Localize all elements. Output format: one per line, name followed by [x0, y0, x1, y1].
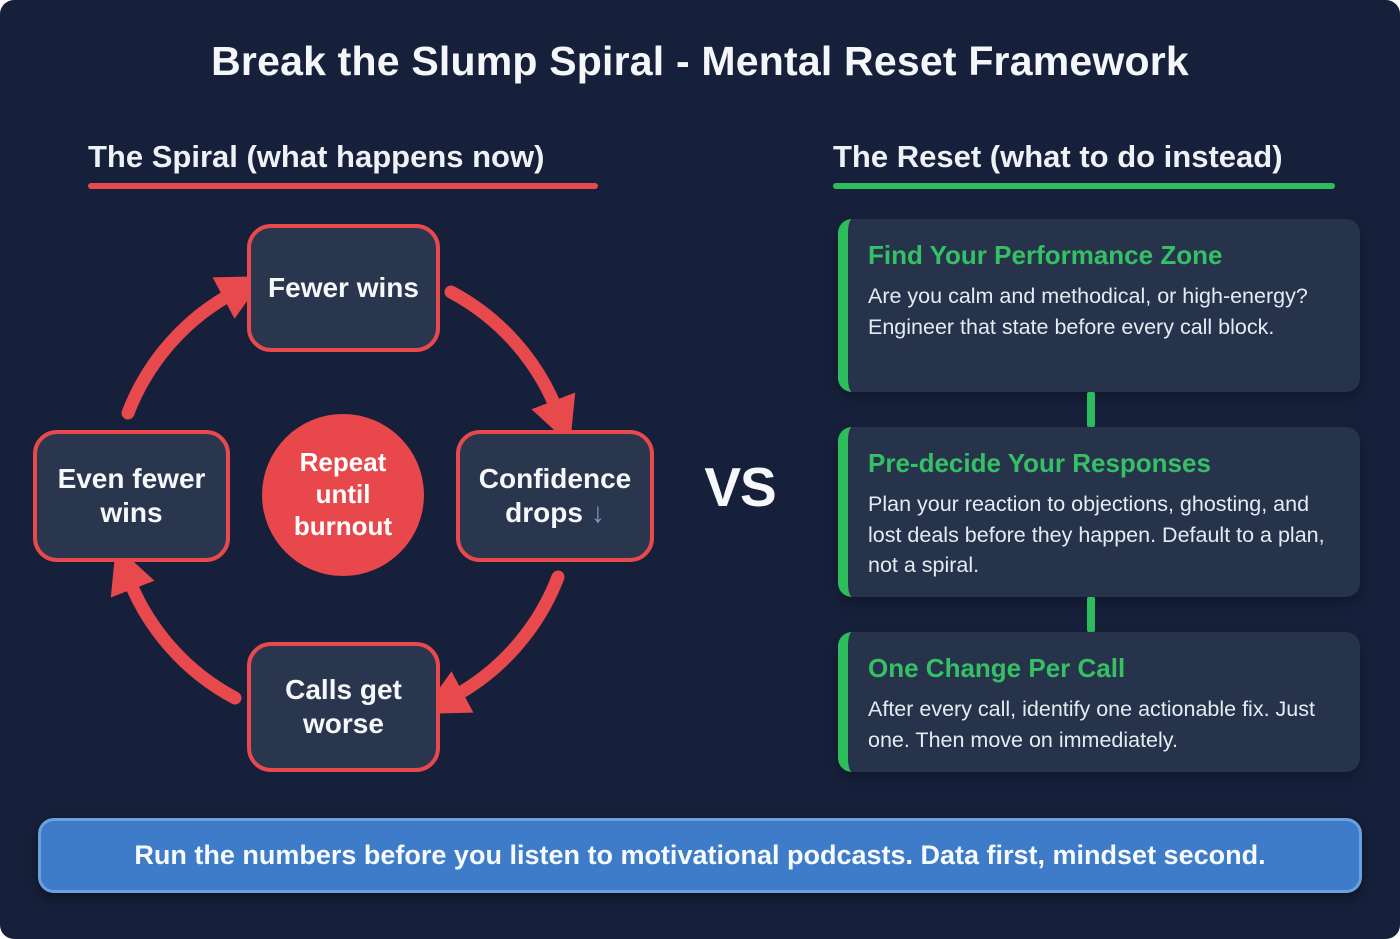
- spiral-node-label: Confidence drops↓: [478, 463, 632, 528]
- reset-card-predecide-responses: Pre-decide Your Responses Plan your reac…: [838, 427, 1360, 597]
- spiral-node-confidence-drops: Confidence drops↓: [456, 430, 654, 562]
- vs-label: VS: [704, 456, 776, 518]
- reset-card-body: Are you calm and methodical, or high-ene…: [868, 284, 1308, 339]
- spiral-node-label: Even fewer wins: [57, 463, 206, 528]
- spiral-node-fewer-wins: Fewer wins: [247, 224, 440, 352]
- reset-card-performance-zone: Find Your Performance Zone Are you calm …: [838, 219, 1360, 392]
- reset-heading: The Reset (what to do instead): [833, 139, 1283, 174]
- reset-card-title: One Change Per Call: [868, 653, 1126, 683]
- spiral-heading-underline: [88, 183, 598, 189]
- reset-heading-underline: [833, 183, 1335, 189]
- spiral-center-label: Repeat until burnout: [293, 447, 393, 541]
- reset-card-title: Pre-decide Your Responses: [868, 448, 1211, 478]
- card-connector-line: [1087, 597, 1095, 632]
- reset-card-body: After every call, identify one actionabl…: [868, 697, 1315, 752]
- down-arrow-icon: ↓: [590, 497, 605, 528]
- spiral-node-label: Calls get worse: [285, 674, 402, 739]
- bottom-banner-text: Run the numbers before you listen to mot…: [134, 840, 1266, 870]
- page-title: Break the Slump Spiral - Mental Reset Fr…: [211, 38, 1189, 84]
- reset-card-one-change: One Change Per Call After every call, id…: [838, 632, 1360, 772]
- spiral-arrow-bottom-left: [110, 545, 242, 705]
- spiral-node-label: Fewer wins: [268, 272, 419, 304]
- spiral-heading: The Spiral (what happens now): [88, 139, 545, 174]
- card-connector-line: [1087, 392, 1095, 427]
- spiral-arrow-bottom-right: [421, 570, 565, 714]
- spiral-arrow-top-right: [444, 285, 576, 445]
- spiral-node-calls-get-worse: Calls get worse: [247, 642, 440, 772]
- reset-card-body: Plan your reaction to objections, ghosti…: [868, 492, 1325, 578]
- reset-card-title: Find Your Performance Zone: [868, 240, 1223, 270]
- spiral-center-circle: Repeat until burnout: [262, 414, 424, 576]
- bottom-banner: Run the numbers before you listen to mot…: [38, 818, 1362, 893]
- spiral-arrow-top-left: [121, 276, 265, 420]
- spiral-node-even-fewer-wins: Even fewer wins: [33, 430, 230, 562]
